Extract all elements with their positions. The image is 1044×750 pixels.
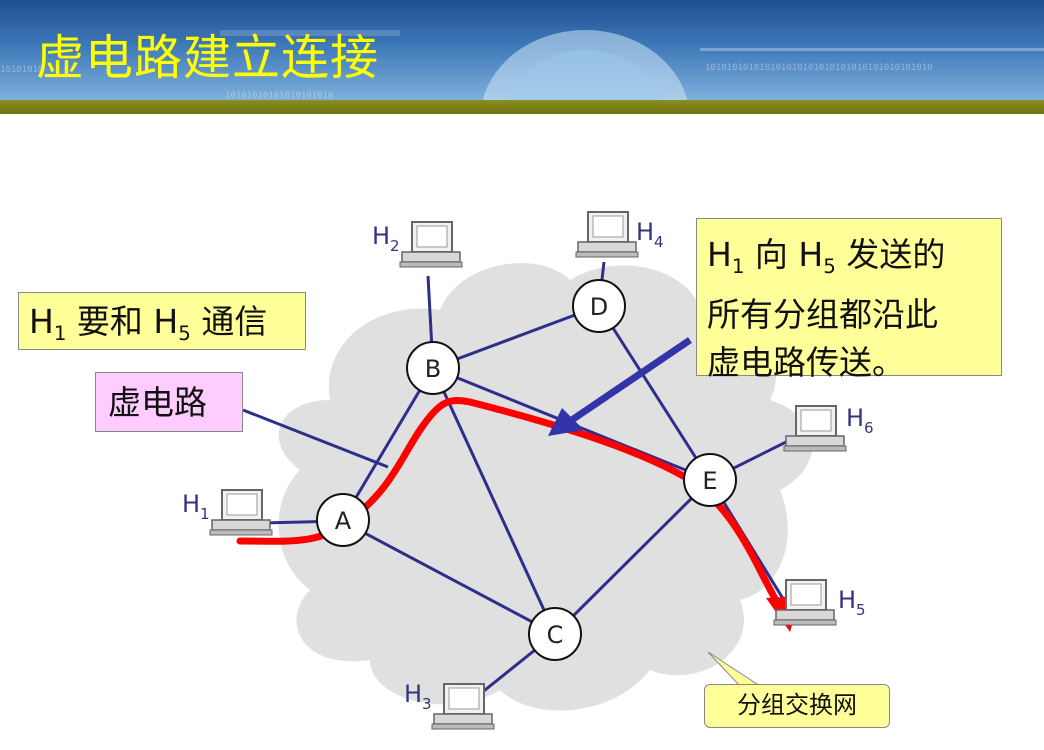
host-label-h1: H1 — [182, 490, 210, 523]
link-a-b — [340, 367, 435, 522]
link-b-c — [431, 367, 557, 635]
host-label-h4: H4 — [636, 218, 664, 251]
node-d: D — [572, 279, 626, 333]
host-h1 — [209, 489, 273, 536]
header-divider — [0, 100, 1044, 114]
goal-callout: H1 要和 H5 通信 — [18, 292, 306, 350]
svg-text:101010101010101010101010101010: 1010101010101010101010101010101010101010… — [705, 63, 933, 73]
svg-text:D: D — [590, 293, 608, 321]
host-label-h3: H3 — [404, 680, 432, 713]
host-h4 — [575, 211, 639, 258]
note-line-1: H1 向 H5 发送的 — [707, 235, 946, 278]
link-d-e — [597, 305, 712, 481]
link-b-d — [432, 304, 600, 370]
host-label-h6: H6 — [846, 404, 874, 437]
host-label-h5: H5 — [838, 586, 866, 619]
svg-text:10101010101010101010: 10101010101010101010 — [225, 91, 333, 100]
slide-title: 虚电路建立连接 — [36, 30, 380, 86]
host-label-h2: H2 — [372, 222, 400, 255]
svg-text:A: A — [335, 507, 352, 535]
svg-text:B: B — [425, 355, 441, 383]
note-pointer-arrowhead — [548, 408, 584, 436]
network-label: 分组交换网 — [704, 684, 890, 728]
node-a: A — [316, 493, 370, 547]
vc-label-pointer — [242, 408, 389, 469]
svg-text:E: E — [702, 467, 717, 495]
svg-text:10101010: 10101010 — [0, 65, 43, 75]
note-line-3: 虚电路传送。 — [707, 342, 905, 382]
network-label-tail — [707, 651, 762, 687]
host-h2 — [399, 221, 463, 268]
node-b: B — [406, 341, 460, 395]
header-decoration: 1010101010101010101010101010101010101010… — [0, 30, 1044, 100]
note-line-2: 所有分组都沿此 — [707, 294, 938, 334]
node-e: E — [683, 453, 737, 507]
explanation-callout: H1 向 H5 发送的 所有分组都沿此 虚电路传送。 — [696, 218, 1002, 382]
note-pointer-arrow — [558, 337, 692, 431]
svg-text:C: C — [547, 621, 564, 649]
virtual-circuit-label: 虚电路 — [95, 372, 243, 432]
slide-header: 1010101010101010101010101010101010101010… — [0, 0, 1044, 100]
link-a-c — [341, 519, 556, 636]
link-e-c — [553, 478, 712, 636]
node-c: C — [528, 607, 582, 661]
